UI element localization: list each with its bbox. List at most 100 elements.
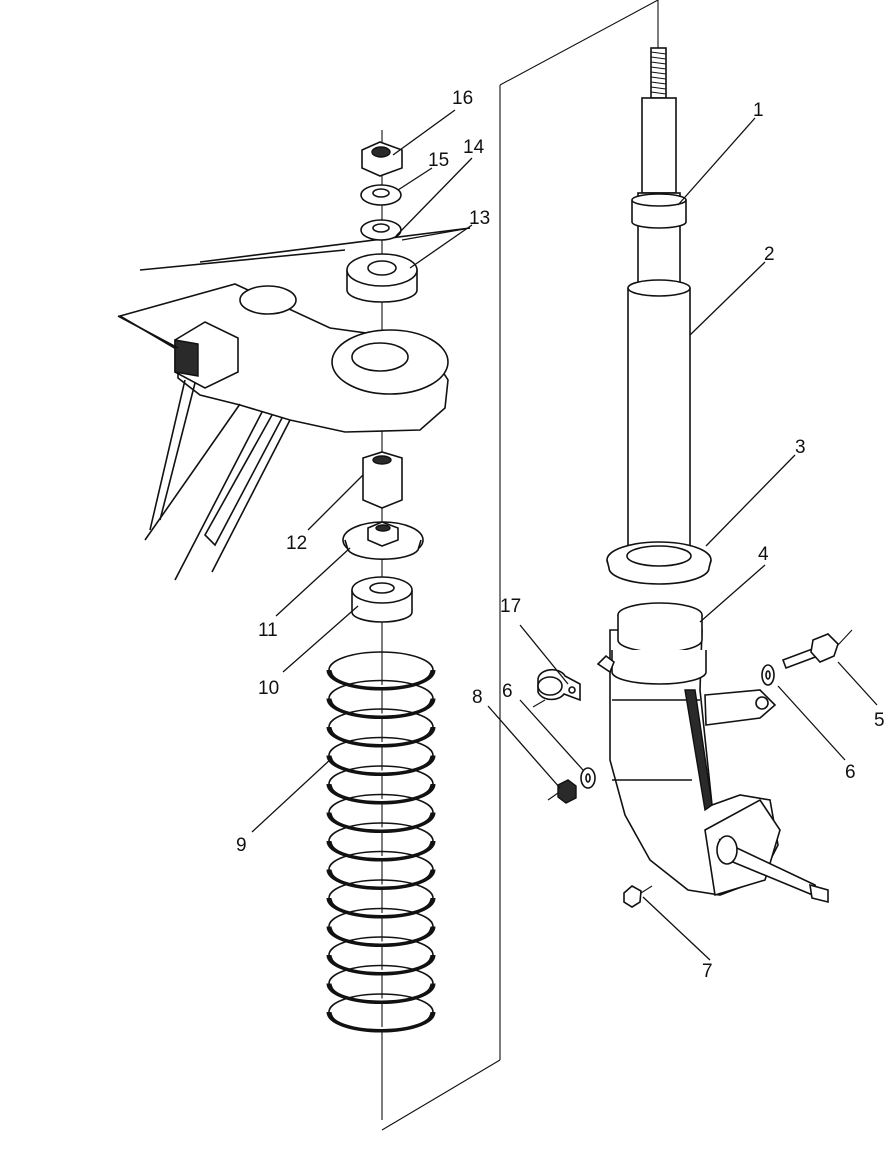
spring-coil-back xyxy=(328,822,434,842)
callout-6a: 6 xyxy=(502,681,513,702)
callout-12: 12 xyxy=(286,533,307,554)
spring-coil-highlight xyxy=(332,727,430,744)
spring-coil-front xyxy=(326,812,436,833)
spring-coil-front xyxy=(326,840,436,862)
callout-10: 10 xyxy=(258,678,279,699)
callout-1: 1 xyxy=(753,100,764,121)
part-15-washer xyxy=(360,184,402,206)
spring-coil-back xyxy=(328,993,434,1013)
callout-14: 14 xyxy=(463,137,485,158)
part-16-nut xyxy=(361,141,403,177)
spring-coil-front xyxy=(326,983,436,1004)
callout-6b: 6 xyxy=(845,762,856,783)
spring-coil-highlight xyxy=(332,927,430,944)
part-1-collar xyxy=(631,193,687,229)
part-7-fitting xyxy=(623,885,653,908)
rod-thread-line xyxy=(650,61,667,65)
frame-strut-4 xyxy=(149,379,186,531)
rod-thread-line xyxy=(650,51,667,55)
spring-coil-front xyxy=(326,698,436,719)
part-6-washer-right xyxy=(761,664,775,686)
part-12-spacer xyxy=(362,451,403,509)
a-arm-boss-hole xyxy=(351,342,409,372)
spring-coil-highlight xyxy=(332,955,430,972)
spring-coil-front xyxy=(326,926,436,947)
spring-coil-highlight xyxy=(332,1012,430,1029)
part-4-housing xyxy=(596,602,829,904)
spring-coil-back xyxy=(328,879,434,899)
spring-coil-back xyxy=(328,736,434,756)
spring-coil-highlight xyxy=(332,984,430,1001)
rod-thread-line xyxy=(650,56,667,60)
housing-fitting xyxy=(596,654,615,674)
callout-4: 4 xyxy=(758,544,769,565)
part-11-spring-seat xyxy=(342,521,424,560)
callout-15: 15 xyxy=(428,150,449,171)
spring-coil-back xyxy=(328,708,434,728)
frame-rail xyxy=(117,315,179,349)
a-arm-plate xyxy=(117,283,449,433)
a-arm-hole xyxy=(239,285,297,315)
spring-coil-back xyxy=(328,679,434,699)
spring-coil-back xyxy=(328,936,434,956)
frame-a-arm xyxy=(117,227,471,581)
frame-strut-3 xyxy=(211,419,291,573)
callout-7: 7 xyxy=(702,961,713,982)
part-10-bushing xyxy=(351,576,413,623)
square-tube-end xyxy=(174,339,199,377)
callout-17: 17 xyxy=(500,596,521,617)
callout-8: 8 xyxy=(472,687,483,708)
callout-2: 2 xyxy=(764,244,775,265)
part-5-bolt xyxy=(781,629,853,670)
callout-5: 5 xyxy=(874,710,885,731)
spring-coil-front xyxy=(326,726,436,748)
spring-coil-highlight xyxy=(332,813,430,830)
spring-coil-highlight xyxy=(332,870,430,887)
spring-coil-front xyxy=(326,869,436,890)
spring-coil-back xyxy=(328,765,434,785)
spring-coil-back xyxy=(328,850,434,870)
a-arm-edge-2 xyxy=(139,249,346,271)
spring-coil-back xyxy=(328,651,434,671)
spring-coil-back xyxy=(328,793,434,813)
rod-thread-line xyxy=(650,91,667,95)
frame-strut-2 xyxy=(174,411,263,581)
spring-coil-front xyxy=(326,755,436,776)
spring-coil-highlight xyxy=(332,670,430,687)
frame-line-bottom xyxy=(381,1059,501,1131)
leader-lines xyxy=(251,109,878,961)
rod-thread-line xyxy=(650,66,667,70)
spring-coil-front xyxy=(326,669,436,691)
frame-strut-slot xyxy=(204,414,283,547)
spring-coil-front xyxy=(326,954,436,976)
frame-strut-1 xyxy=(144,403,241,541)
rod-thread-line xyxy=(650,76,667,80)
callout-13: 13 xyxy=(469,208,490,229)
spring-coil-front xyxy=(326,897,436,919)
frame-strut-5 xyxy=(159,382,196,521)
callout-16: 16 xyxy=(452,88,473,109)
spring-coil-back xyxy=(328,907,434,927)
spring-coil-highlight xyxy=(332,841,430,858)
part-6-washer-left xyxy=(580,767,596,789)
rod-thread-line xyxy=(650,86,667,90)
part-13-bushing xyxy=(346,253,418,303)
callout-labels: 1 2 3 4 5 6 6 7 8 9 10 11 12 13 14 15 16… xyxy=(236,88,885,982)
callout-11: 11 xyxy=(258,620,278,641)
callout-9: 9 xyxy=(236,835,247,856)
part-14-washer xyxy=(360,219,402,241)
frame-line-top xyxy=(499,0,659,86)
spring-coil-highlight xyxy=(332,699,430,716)
spring-coil-front xyxy=(326,783,436,805)
spring-coil-back xyxy=(328,964,434,984)
spring-coil-front xyxy=(326,1011,436,1033)
part-8-nut xyxy=(557,779,577,804)
rod-threads xyxy=(650,51,667,95)
rod-thread-line xyxy=(650,71,667,75)
part-2-strut-body xyxy=(627,279,691,564)
strut-rod xyxy=(637,47,681,284)
spring-coil-highlight xyxy=(332,756,430,773)
a-arm-edge-1 xyxy=(199,227,471,263)
